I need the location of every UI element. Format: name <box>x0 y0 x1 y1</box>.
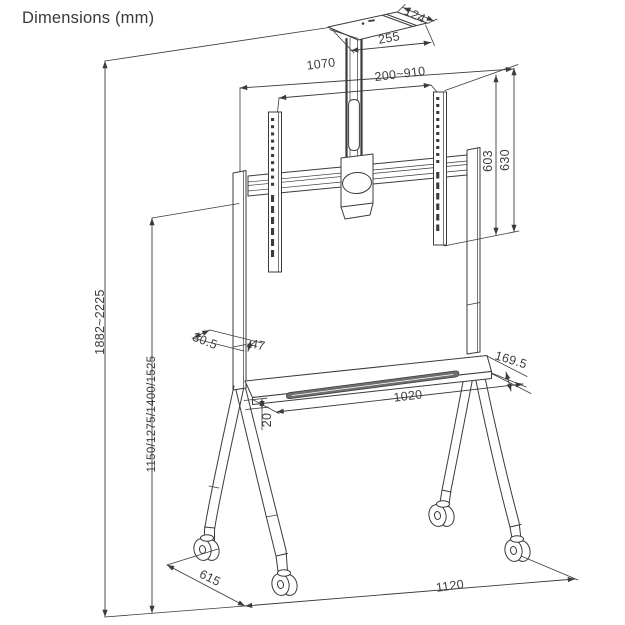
page-title: Dimensions (mm) <box>22 9 155 27</box>
dim-bracket-height-inner: 603 <box>481 150 495 172</box>
caster-rear-left <box>270 570 299 597</box>
dim-screen-height-options: 1150/1275/1400/1525 <box>146 355 158 473</box>
shelf <box>245 356 492 405</box>
caster-rear-right <box>503 536 532 563</box>
extension-lines <box>105 5 578 618</box>
mount-bracket <box>341 154 373 219</box>
vesa-rail-right <box>434 92 447 245</box>
caster-front-right <box>427 501 456 528</box>
dim-bracket-height-outer: 630 <box>497 149 512 171</box>
dim-overall-height-range: 1882~2225 <box>93 289 107 355</box>
caster-front-left <box>192 535 221 562</box>
dimension-lines <box>102 8 575 618</box>
top-plate <box>328 12 427 40</box>
vesa-rail-left <box>269 112 282 272</box>
dim-post-width: 47 <box>249 336 267 354</box>
dim-shelf-thickness: 20 <box>259 412 274 428</box>
frame-post-left <box>233 171 246 391</box>
frame-post-right <box>467 148 480 355</box>
